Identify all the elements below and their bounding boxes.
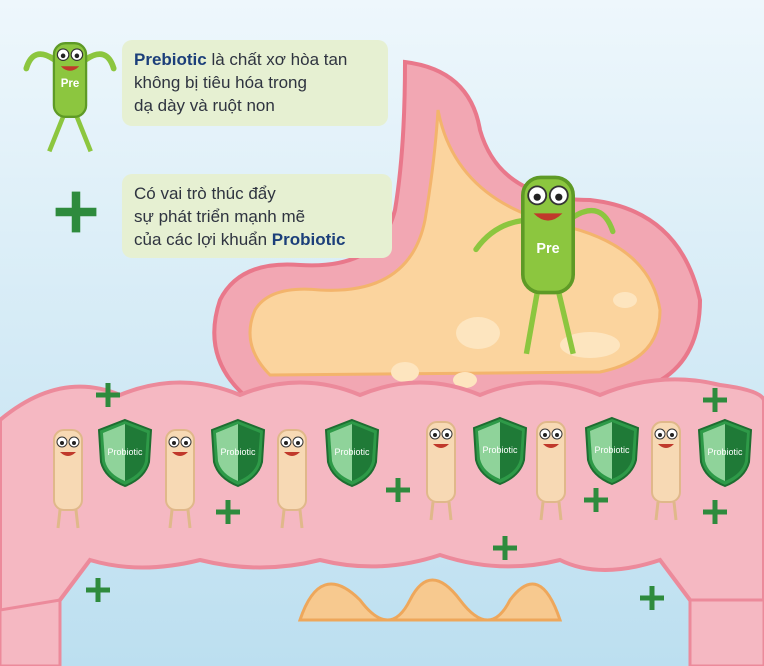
prebiotic-emphasis: Prebiotic [134,50,207,69]
prebiotic-definition-callout: Prebiotic là chất xơ hòa tan không bị ti… [122,40,388,126]
svg-text:Probiotic: Probiotic [482,445,518,455]
svg-text:Probiotic: Probiotic [334,447,370,457]
callout-text: Có vai trò thúc đẩy [134,182,380,205]
probiotic-emphasis: Probiotic [272,230,346,249]
svg-text:Probiotic: Probiotic [707,447,743,457]
callout-line: của các lợi khuẩn Probiotic [134,228,380,251]
svg-text:Pre: Pre [61,78,80,90]
svg-text:Pre: Pre [536,241,559,257]
prebiotic-role-callout: Có vai trò thúc đẩy sự phát triển mạnh m… [122,174,392,258]
callout-text: dạ dày và ruột non [134,94,376,117]
svg-text:Probiotic: Probiotic [107,447,143,457]
svg-text:Probiotic: Probiotic [220,447,256,457]
callout-text: là chất xơ hòa tan [207,50,348,69]
intestine-end-right [690,600,764,666]
bubble [613,292,637,308]
callout-text: của các lợi khuẩn [134,230,272,249]
callout-line: Prebiotic là chất xơ hòa tan [134,48,376,71]
bubble [391,362,419,382]
callout-text: không bị tiêu hóa trong [134,71,376,94]
bubble [456,317,500,349]
intestine-end-left [0,600,60,666]
svg-text:Probiotic: Probiotic [594,445,630,455]
callout-text: sự phát triển mạnh mẽ [134,205,380,228]
